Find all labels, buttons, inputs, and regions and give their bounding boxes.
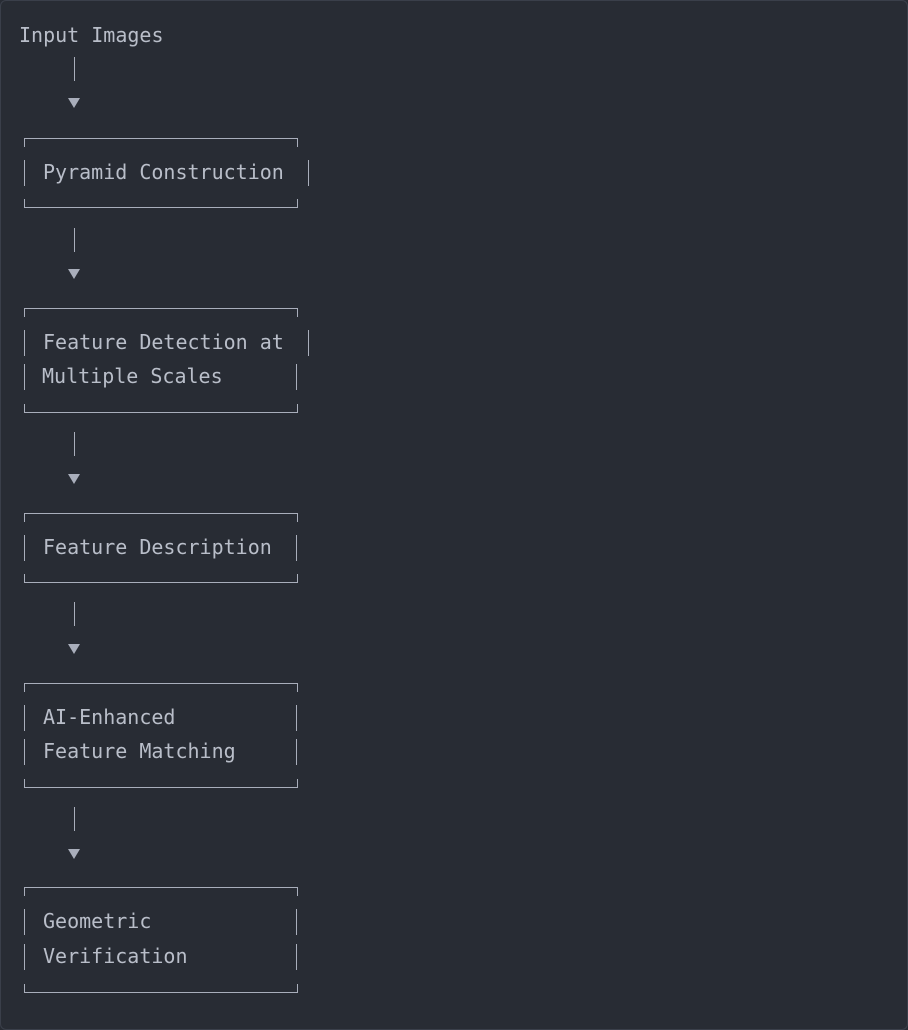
step-label: AI-Enhanced (43, 705, 176, 729)
connector-line (74, 807, 75, 831)
step-box-ai-enhanced-matching: AI-Enhanced Feature Matching (24, 683, 298, 788)
arrow-down-icon (68, 98, 80, 108)
step-box-feature-detection: Feature Detection at Multiple Scales (24, 308, 309, 413)
step-box-feature-description: Feature Description (24, 513, 298, 583)
step-label: Pyramid Construction (43, 160, 284, 184)
arrow-down-icon (68, 644, 80, 654)
connector-line (74, 602, 75, 626)
step-label: Feature Description (43, 535, 272, 559)
arrow-down-icon (68, 849, 80, 859)
step-label: Geometric (43, 909, 152, 933)
arrow-down-icon (68, 269, 80, 279)
connector-line (74, 57, 75, 81)
step-label: Verification (43, 944, 188, 968)
step-label: Feature Detection at (43, 330, 284, 354)
start-label: Input Images (19, 23, 164, 47)
step-box-pyramid-construction: Pyramid Construction (24, 138, 309, 208)
connector-line (74, 432, 75, 456)
arrow-down-icon (68, 474, 80, 484)
connector-line (74, 228, 75, 252)
step-label: Feature Matching (43, 739, 236, 763)
step-label: Multiple Scales (42, 364, 223, 388)
step-box-geometric-verification: Geometric Verification (24, 887, 298, 993)
